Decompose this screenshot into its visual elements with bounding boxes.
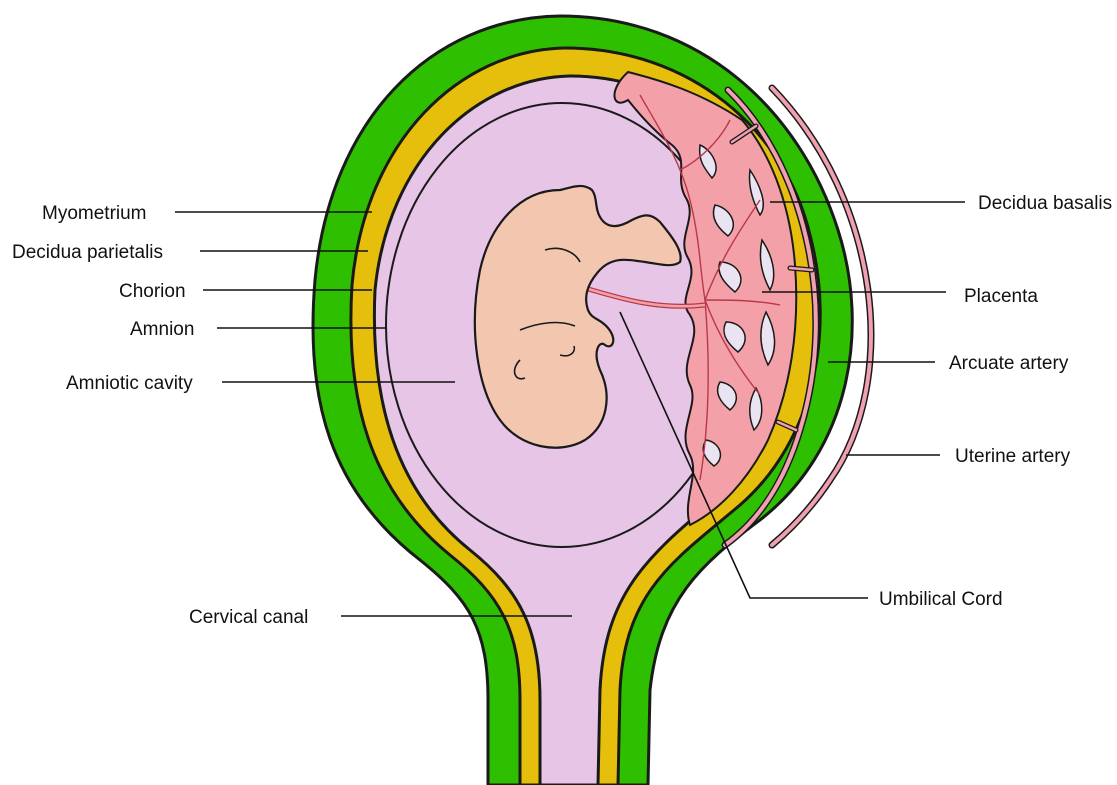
label-decidua-parietalis: Decidua parietalis — [12, 242, 163, 263]
label-cervical-canal: Cervical canal — [189, 607, 308, 628]
label-myometrium: Myometrium — [42, 203, 147, 224]
label-umbilical-cord: Umbilical Cord — [879, 589, 1003, 610]
label-amnion: Amnion — [130, 319, 194, 340]
label-placenta: Placenta — [964, 286, 1038, 307]
label-uterine-artery: Uterine artery — [955, 446, 1071, 467]
label-chorion: Chorion — [119, 281, 186, 302]
label-decidua-basalis: Decidua basalis — [978, 193, 1112, 214]
label-amniotic-cavity: Amniotic cavity — [66, 373, 193, 394]
label-arcuate-artery: Arcuate artery — [949, 353, 1069, 374]
